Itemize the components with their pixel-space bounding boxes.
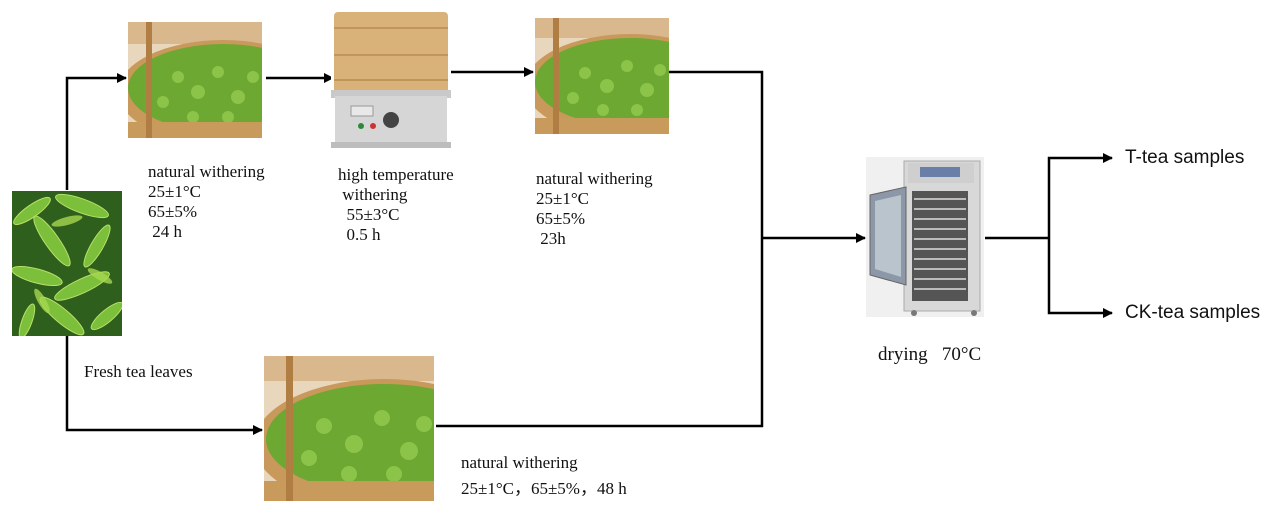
step2-label: high temperature withering 55±3°C 0.5 h [338, 165, 454, 245]
withering-tray-photo-1 [128, 22, 262, 138]
connector-bottom-merge [436, 238, 764, 428]
step1-label: natural withering 25±1°C 65±5% 24 h [148, 162, 265, 242]
step1-humidity: 65±5% [148, 202, 197, 221]
arrow-to-t-tea [1047, 153, 1113, 238]
step3-title: natural withering [536, 169, 653, 188]
step-long-conditions: 25±1°C，65±5%，48 h [461, 479, 627, 498]
t-tea-samples-label: T-tea samples [1125, 147, 1245, 168]
step1-title: natural withering [148, 162, 265, 181]
withering-tray-photo-long [264, 356, 434, 501]
arrow-to-ck-tea [1047, 238, 1113, 318]
step2-temperature: 55±3°C [338, 205, 400, 224]
step2-title-cont: withering [338, 185, 408, 204]
step1-temperature: 25±1°C [148, 182, 201, 201]
drying-oven-photo [866, 157, 984, 317]
drying-label: drying 70°C [878, 344, 982, 365]
withering-machine-photo [331, 10, 451, 150]
step3-humidity: 65±5% [536, 209, 585, 228]
arrow-to-withering-1 [65, 73, 127, 190]
fresh-tea-leaves-label: Fresh tea leaves [84, 362, 193, 381]
step-long-label: natural withering 25±1°C，65±5%，48 h [461, 450, 627, 502]
connector-top-merge [667, 70, 764, 238]
ck-tea-samples-label: CK-tea samples [1125, 302, 1261, 323]
withering-tray-photo-2 [535, 18, 669, 134]
step2-duration: 0.5 h [338, 225, 381, 244]
step1-duration: 24 h [148, 222, 182, 241]
step3-label: natural withering 25±1°C 65±5% 23h [536, 169, 653, 249]
fresh-tea-leaves-photo [12, 191, 122, 336]
step3-duration: 23h [536, 229, 566, 248]
step-long-title: natural withering [461, 453, 578, 472]
step3-temperature: 25±1°C [536, 189, 589, 208]
arrow-to-withering-long [65, 336, 263, 435]
step2-title: high temperature [338, 165, 454, 184]
